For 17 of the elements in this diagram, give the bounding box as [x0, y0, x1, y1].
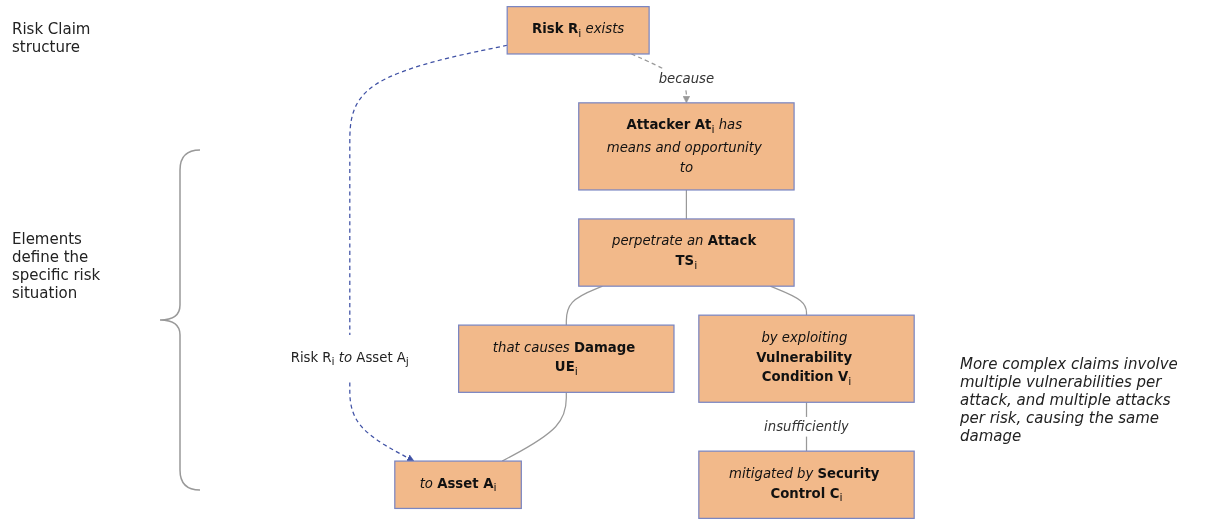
- node-text: Risk R$_{i}$ to Asset A$_{j}$: [290, 349, 409, 368]
- node-box: that causes Damage UE$_{i}$: [458, 324, 675, 393]
- arrow: [349, 381, 415, 462]
- connector: [501, 391, 567, 462]
- node-box: Attacker At$_{i}$ has means and opportunity to: [578, 102, 795, 191]
- note-text: More complex claims involve multiple vulnerabilities per attack, and multiple attacks per risk, causing the same damage: [960, 355, 1179, 445]
- connector: [349, 44, 508, 336]
- node-box: to Asset A$_{i}$: [394, 460, 522, 510]
- connector: [685, 189, 688, 220]
- edge-label: insufficiently: [764, 418, 849, 435]
- node-box: by exploiting Vulnerability Condition V$_{i}$: [698, 314, 915, 403]
- node-box: perpetrate an Attack TS$_{i}$: [578, 218, 795, 287]
- side-label: Elements define the specific risk situation: [12, 230, 102, 302]
- side-label: Risk Claim structure: [12, 20, 92, 56]
- edge-label: because: [658, 70, 715, 86]
- node-box: mitigated by Security Control C$_{i}$: [698, 450, 915, 519]
- node-box: Risk R$_{i}$ exists: [506, 6, 650, 55]
